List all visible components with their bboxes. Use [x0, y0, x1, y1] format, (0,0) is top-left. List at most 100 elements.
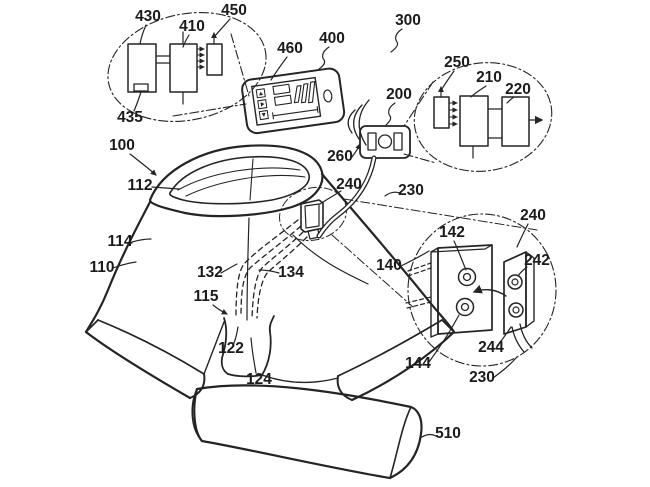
- conductor-stub: [407, 262, 432, 277]
- callout-line: [331, 234, 414, 308]
- bus-210-220: [487, 108, 503, 139]
- ref-label-144: 144: [405, 355, 431, 372]
- snap-142-icon: [457, 267, 477, 287]
- triangle-up-icon: [255, 88, 266, 99]
- block-450: [206, 43, 223, 76]
- ref-label-115: 115: [193, 288, 218, 305]
- leader-230-cable: [384, 191, 401, 197]
- leader-244: [496, 326, 512, 347]
- callout-ellipse: [107, 12, 267, 122]
- leader-122: [233, 326, 239, 344]
- ref-label-400: 400: [319, 30, 345, 47]
- right-cuff-end: [336, 375, 353, 401]
- leader-460: [270, 56, 288, 81]
- leader-400: [318, 46, 330, 70]
- block-220: [501, 96, 530, 147]
- leader-230-detail: [492, 356, 518, 379]
- ref-label-200: 200: [386, 86, 412, 103]
- left-inner-leg-seam: [203, 321, 225, 375]
- callout-ellipse: [407, 213, 557, 367]
- screen-tile: [272, 83, 291, 95]
- ref-label-430: 430: [135, 8, 161, 25]
- plate-side: [525, 251, 535, 328]
- leader-115: [212, 304, 228, 315]
- block-210: [459, 95, 489, 147]
- ref-label-300: 300: [395, 12, 421, 29]
- ref-label-460: 460: [277, 40, 303, 57]
- leader-260: [351, 143, 361, 158]
- leader-210: [470, 85, 487, 98]
- phone-screen-icons: [255, 81, 319, 121]
- device-body: [359, 125, 411, 159]
- leader-250: [441, 70, 455, 90]
- ref-label-110: 110: [89, 259, 114, 276]
- mating-arrow: [472, 284, 507, 297]
- conductor-track-134: [251, 231, 304, 319]
- ref-label-510: 510: [435, 425, 461, 442]
- fabric-fold-line: [292, 234, 369, 285]
- device-port: [393, 132, 403, 151]
- leader-430: [139, 24, 147, 45]
- leader-240-garment: [319, 190, 342, 205]
- leader-140: [400, 250, 430, 267]
- waistband-fold-line: [177, 167, 301, 191]
- pillow-right-cap: [389, 406, 412, 479]
- ref-label-100: 100: [109, 137, 135, 154]
- reference-labels: 430 410 450 435 460 400 300 250 210 220 …: [89, 2, 549, 442]
- left-cuff-outer: [84, 330, 192, 400]
- leader-144: [428, 314, 460, 363]
- triangle-down-icon: [258, 110, 269, 121]
- triangle-right-glyph: [260, 102, 265, 107]
- callout-line: [403, 81, 434, 127]
- ref-label-230-detail: 230: [469, 369, 495, 386]
- leader-114: [131, 238, 152, 243]
- waistband-opening: [169, 155, 310, 205]
- snap-242-icon: [507, 274, 523, 290]
- detail-cable-lines: [511, 323, 533, 353]
- ref-label-220: 220: [505, 81, 531, 98]
- ref-label-210: 210: [476, 69, 502, 86]
- ref-label-114: 114: [107, 233, 132, 250]
- block-diagram-device: [433, 86, 544, 159]
- right-cuff-inner: [337, 319, 443, 377]
- signal-bars-icon: [293, 81, 316, 104]
- leader-240-detail: [516, 223, 529, 248]
- ref-label-230-cable: 230: [398, 182, 424, 199]
- cable-230: [316, 155, 377, 239]
- callout-line: [343, 198, 538, 231]
- block-250: [433, 96, 450, 129]
- leader-110: [112, 261, 137, 269]
- smartphone: [241, 67, 346, 135]
- garment-left-edge: [84, 200, 152, 334]
- leader-220: [506, 96, 515, 104]
- garment-side-plate: [430, 244, 493, 338]
- block-410: [169, 43, 198, 93]
- ref-label-435: 435: [117, 109, 143, 126]
- leader-450: [214, 18, 231, 37]
- controller-detail-callout: [107, 12, 267, 122]
- device-button: [377, 134, 393, 149]
- leader-435: [133, 91, 142, 112]
- right-cuff-outer: [350, 330, 456, 402]
- ref-label-240-detail: 240: [520, 207, 546, 224]
- leader-132: [220, 263, 238, 274]
- snap-244-center: [512, 306, 520, 314]
- ref-label-140: 140: [376, 257, 402, 274]
- leader-300: [390, 28, 403, 53]
- left-cuff-inner: [97, 319, 205, 375]
- leader-142: [453, 240, 467, 271]
- plate-top: [430, 244, 493, 253]
- ref-label-244: 244: [478, 339, 504, 356]
- crotch-bottom: [227, 373, 263, 378]
- leader-242: [517, 266, 528, 277]
- phone-screen: [251, 76, 322, 126]
- plate-front: [503, 251, 527, 335]
- triangle-up-glyph: [259, 91, 264, 96]
- block-diagram-controller: [127, 31, 223, 105]
- right-inner-leg-seam: [261, 374, 339, 384]
- triangle-right-icon: [257, 99, 268, 110]
- device-port: [367, 132, 377, 151]
- ref-label-450: 450: [221, 2, 247, 19]
- snap-242-center: [511, 278, 519, 286]
